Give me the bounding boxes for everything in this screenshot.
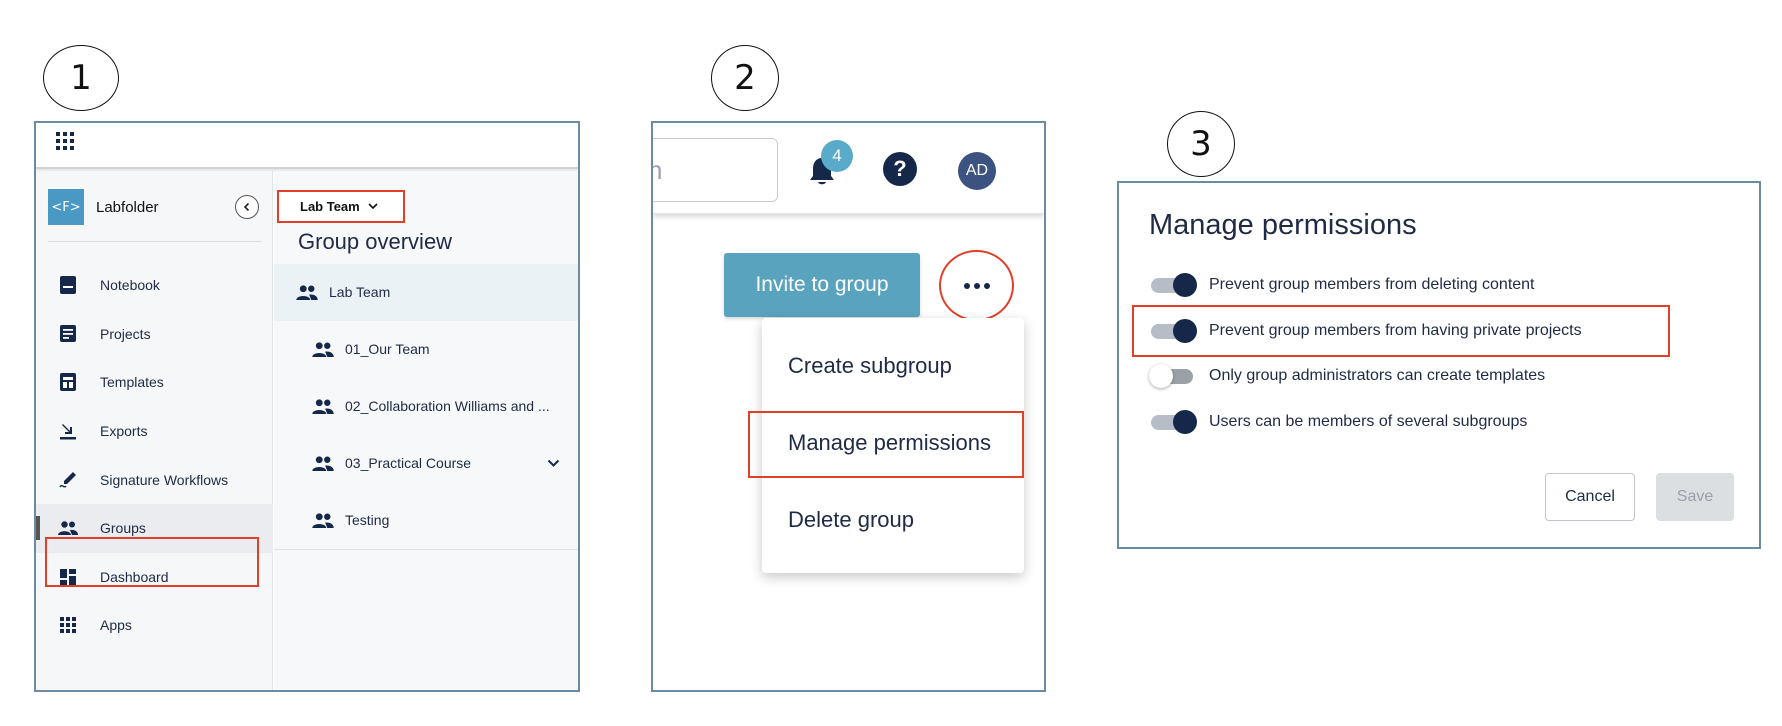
invite-to-group-button[interactable]: Invite to group	[724, 253, 920, 317]
step-marker-1: 1	[43, 45, 119, 111]
tree-item-label: Testing	[345, 512, 390, 528]
permission-option-deleting-content: Prevent group members from deleting cont…	[1149, 273, 1535, 297]
ellipsis-icon	[963, 282, 990, 289]
dashboard-icon	[58, 567, 78, 587]
projects-icon	[58, 324, 78, 344]
divider	[48, 241, 262, 242]
menu-item-delete-group[interactable]: Delete group	[788, 506, 914, 532]
sidebar-item-label: Groups	[100, 520, 146, 537]
sidebar-item-exports[interactable]: Exports	[36, 407, 273, 456]
expand-chevron-icon[interactable]	[547, 455, 560, 471]
menu-item-create-subgroup[interactable]: Create subgroup	[788, 352, 952, 378]
tree-item-label: 01_Our Team	[345, 341, 430, 357]
search-input[interactable]: h	[653, 138, 778, 202]
sidebar-item-dashboard[interactable]: Dashboard	[36, 553, 273, 602]
group-icon	[312, 340, 336, 358]
top-bar	[36, 123, 578, 169]
toggle-switch[interactable]	[1149, 273, 1197, 297]
groups-icon	[58, 518, 78, 538]
save-button[interactable]: Save	[1656, 473, 1734, 521]
group-overview-panel: Lab Team Group overview Lab Team 01_Our …	[274, 171, 578, 690]
highlight-manage-permissions	[748, 411, 1024, 478]
toggle-switch[interactable]	[1149, 319, 1197, 343]
toggle-switch[interactable]	[1149, 410, 1197, 434]
sidebar-item-signature-workflows[interactable]: Signature Workflows	[36, 455, 273, 504]
step-number: 1	[70, 58, 92, 98]
group-tree: Lab Team 01_Our Team 02_Collaboration Wi…	[274, 264, 578, 550]
group-icon	[312, 454, 336, 472]
step-marker-2: 2	[711, 45, 779, 111]
collapse-sidebar-button[interactable]	[235, 195, 259, 219]
sidebar-item-label: Notebook	[100, 277, 160, 294]
sidebar-item-label: Projects	[100, 325, 151, 342]
divider	[274, 549, 578, 550]
page-title: Group overview	[298, 229, 453, 254]
sidebar-item-templates[interactable]: Templates	[36, 358, 273, 407]
sidebar-item-label: Dashboard	[100, 568, 169, 585]
sidebar-item-label: Apps	[100, 617, 132, 634]
step-marker-3: 3	[1167, 111, 1235, 177]
permission-label: Users can be members of several subgroup…	[1209, 413, 1528, 430]
tree-item-collaboration[interactable]: 02_Collaboration Williams and ...	[274, 378, 578, 435]
permission-option-several-subgroups: Users can be members of several subgroup…	[1149, 410, 1527, 434]
permission-label: Prevent group members from deleting cont…	[1209, 276, 1535, 293]
tree-item-label: 02_Collaboration Williams and ...	[345, 398, 550, 414]
chevron-left-icon	[243, 202, 250, 212]
dialog-title: Manage permissions	[1149, 209, 1417, 241]
brand-name: Labfolder	[96, 198, 159, 216]
manage-permissions-dialog: Manage permissions Prevent group members…	[1117, 181, 1761, 549]
tree-item-lab-team[interactable]: Lab Team	[274, 264, 578, 321]
permission-option-private-projects: Prevent group members from having privat…	[1149, 319, 1582, 343]
sidebar-item-apps[interactable]: Apps	[36, 601, 273, 650]
permission-label: Only group administrators can create tem…	[1209, 367, 1546, 384]
brand[interactable]: <F> Labfolder	[48, 189, 159, 225]
tree-item-practical-course[interactable]: 03_Practical Course	[274, 435, 578, 492]
app-header: h 4 ? AD	[653, 123, 1044, 214]
panel-group-actions: h 4 ? AD Invite to group Create subgroup…	[651, 121, 1046, 692]
team-selector-label: Lab Team	[300, 199, 360, 214]
step-number: 2	[734, 58, 756, 98]
sidebar-item-groups[interactable]: Groups	[36, 503, 273, 553]
sidebar-nav: Notebook Projects Templates Exports Sign…	[36, 261, 273, 650]
team-selector[interactable]: Lab Team	[277, 190, 405, 223]
app-launcher-icon[interactable]	[56, 132, 74, 155]
toggle-switch[interactable]	[1149, 364, 1197, 388]
sidebar-item-projects[interactable]: Projects	[36, 310, 273, 359]
sidebar: <F> Labfolder Notebook Projects Template…	[36, 171, 273, 690]
panel-groups-navigation: <F> Labfolder Notebook Projects Template…	[34, 121, 580, 692]
tree-item-testing[interactable]: Testing	[274, 492, 578, 549]
sidebar-item-label: Templates	[100, 374, 164, 391]
more-options-button[interactable]	[939, 250, 1014, 321]
cancel-button[interactable]: Cancel	[1545, 473, 1635, 521]
chevron-down-icon	[368, 203, 378, 210]
templates-icon	[58, 372, 78, 392]
group-options-menu: Create subgroup Manage permissions Delet…	[762, 318, 1024, 573]
highlight-groups	[45, 537, 259, 587]
step-number: 3	[1190, 124, 1212, 164]
menu-item-manage-permissions[interactable]: Manage permissions	[788, 429, 991, 455]
sidebar-item-notebook[interactable]: Notebook	[36, 261, 273, 310]
sidebar-item-label: Signature Workflows	[100, 471, 229, 488]
highlight-private-projects	[1132, 305, 1670, 357]
permission-label: Prevent group members from having privat…	[1209, 322, 1582, 339]
notebook-icon	[58, 275, 78, 295]
help-icon[interactable]: ?	[883, 152, 917, 186]
sidebar-item-label: Exports	[100, 423, 148, 440]
notification-count-badge: 4	[821, 140, 853, 172]
tree-item-label: 03_Practical Course	[345, 455, 472, 471]
apps-icon	[58, 615, 78, 635]
exports-icon	[58, 421, 78, 441]
permission-option-templates-admins: Only group administrators can create tem…	[1149, 364, 1545, 388]
group-icon	[296, 283, 320, 301]
tree-item-our-team[interactable]: 01_Our Team	[274, 321, 578, 378]
signature-icon	[58, 470, 78, 490]
tree-item-label: Lab Team	[329, 284, 391, 300]
group-icon	[312, 511, 336, 529]
group-icon	[312, 397, 336, 415]
labfolder-logo: <F>	[48, 189, 84, 225]
user-avatar[interactable]: AD	[958, 152, 996, 190]
